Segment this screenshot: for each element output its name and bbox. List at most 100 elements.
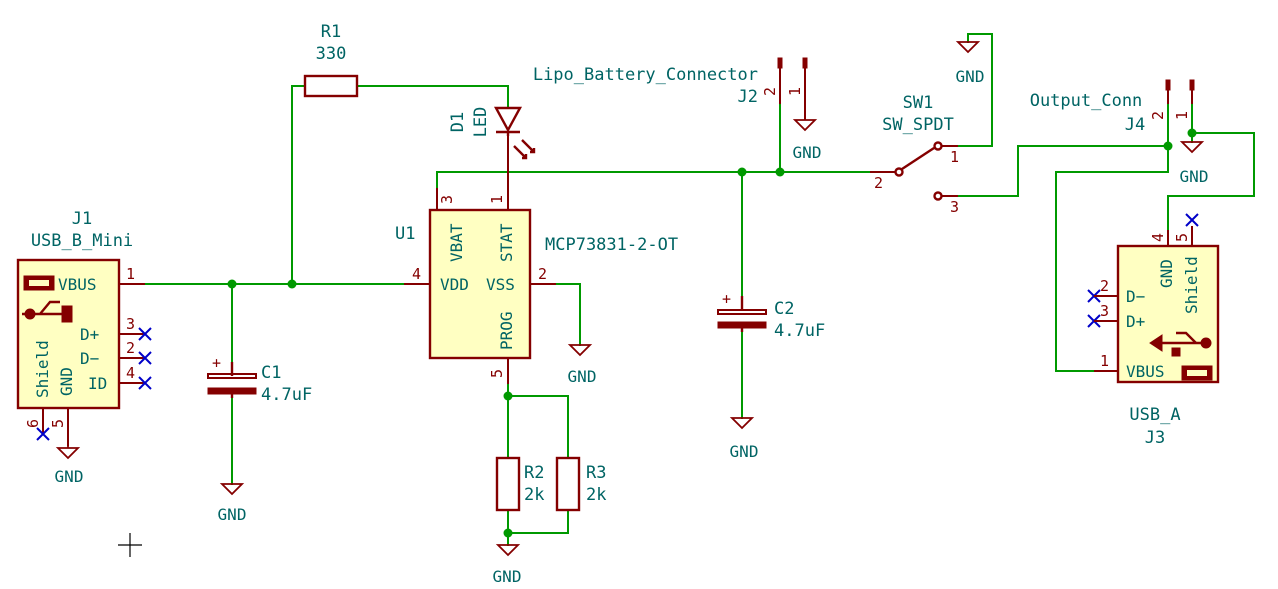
u1-pin-stat-label: STAT [497, 223, 516, 262]
j1-pin3-num: 3 [126, 315, 135, 333]
j2-value: Lipo_Battery_Connector [533, 65, 758, 85]
no-connect-markers [36, 213, 1199, 441]
c1-plate-neg [207, 387, 257, 395]
sw1-switch[interactable]: SW1 SW_SPDT 2 1 3 [870, 93, 959, 216]
wire-j3-vbus [1055, 145, 1169, 372]
j1-pin1-num: 1 [126, 265, 135, 283]
gnd-symbol-sw1: GND [956, 41, 984, 86]
c2-ref: C2 [774, 299, 794, 319]
junction [1187, 128, 1197, 138]
r2-body [495, 456, 521, 512]
junction [227, 279, 237, 289]
usb-symbol-arrow [1149, 334, 1163, 352]
j4-output-connector[interactable]: Output_Conn J4 2 1 [1030, 79, 1195, 135]
j2-pin1-contact [802, 57, 808, 69]
junction [503, 391, 513, 401]
sw1-contact-3 [933, 191, 943, 201]
sw1-contact-1 [933, 141, 943, 151]
j4-pin1-num: 1 [1173, 111, 1191, 120]
c2-value: 4.7uF [774, 321, 825, 341]
sw1-lever [901, 146, 935, 171]
ground-icon [219, 483, 245, 496]
j3-pin2-num: 2 [1100, 277, 1109, 295]
gnd-symbol-j4: GND [1180, 141, 1209, 186]
j3-pin-vbus-label: VBUS [1126, 362, 1165, 381]
gnd-label: GND [55, 467, 84, 486]
j3-value: USB_A [1129, 405, 1180, 425]
j2-ref: J2 [738, 87, 758, 107]
r3-body [555, 456, 581, 512]
j3-pin-dm-label: D− [1126, 287, 1145, 306]
usb-connector-icon [22, 275, 73, 323]
c2-polarity: + [722, 290, 731, 308]
j3-ref: J3 [1145, 428, 1165, 448]
j1-pin4-num: 4 [126, 364, 135, 382]
j2-pin2-contact [777, 57, 783, 69]
light-emission-icon [513, 139, 536, 160]
usb-symbol-dot [1200, 337, 1212, 349]
c1-ref: C1 [261, 363, 281, 383]
j1-pin6-num: 6 [24, 419, 42, 428]
d1-ref: D1 [448, 112, 468, 132]
r1-value: 330 [316, 44, 347, 64]
j3-body [1116, 244, 1220, 384]
r3-resistor[interactable]: R3 2k [555, 456, 606, 512]
c2-capacitor[interactable]: + C2 4.7uF [717, 290, 825, 341]
c1-polarity: + [212, 354, 221, 372]
j4-value: Output_Conn [1030, 91, 1143, 111]
sw1-pin3-num: 3 [950, 198, 959, 216]
u1-pin-prog-label: PROG [497, 311, 516, 350]
c1-value: 4.7uF [261, 385, 312, 405]
sw1-pin1-num: 1 [950, 148, 959, 166]
wire-prog [507, 383, 569, 459]
gnd-label: GND [1180, 167, 1209, 186]
r3-value: 2k [586, 485, 606, 505]
sw1-ref: SW1 [903, 93, 934, 113]
d1-led[interactable]: D1 LED [448, 106, 536, 160]
gnd-symbol-j2: GND [793, 119, 821, 162]
crosshair-cursor-icon [118, 533, 142, 557]
gnd-symbol-u1: GND [568, 344, 596, 386]
gnd-symbol-prog: GND [493, 544, 521, 586]
u1-pin3-num: 3 [438, 195, 456, 204]
u1-pin-vbat-label: VBAT [447, 223, 466, 262]
u1-pin-vdd-label: VDD [440, 275, 469, 294]
j1-usb-b-mini[interactable]: J1 USB_B_Mini VBUS D+ D− ID Shield GND 1… [16, 209, 145, 446]
c2-plate-neg [717, 321, 767, 329]
no-connect-x [138, 376, 152, 390]
u1-charger-ic[interactable]: U1 MCP73831-2-OT 3 1 4 2 5 VBAT STAT VDD… [395, 136, 678, 384]
j4-pin1-contact [1189, 79, 1195, 91]
u1-pin5-num: 5 [488, 369, 506, 378]
d1-triangle [493, 106, 523, 133]
j1-pin-gnd-label: GND [57, 367, 76, 396]
wire-r3-bottom [507, 509, 569, 534]
j2-pin1-num: 1 [786, 87, 804, 96]
j4-pin2-num: 2 [1149, 111, 1167, 120]
u1-value: MCP73831-2-OT [545, 235, 678, 255]
c1-capacitor[interactable]: + C1 4.7uF [207, 354, 312, 405]
u1-pin2-num: 2 [538, 265, 547, 283]
wire-sw-p3 [957, 103, 1169, 197]
junction [737, 167, 747, 177]
no-connect-x [138, 327, 152, 341]
r2-resistor[interactable]: R2 2k [495, 456, 544, 512]
u1-pin4-num: 4 [412, 265, 421, 283]
wire-vss-gnd [529, 283, 581, 346]
wire-bat-net [436, 171, 896, 189]
j1-ref: J1 [72, 209, 92, 229]
usb-port-slot [29, 280, 49, 286]
usb-port-slot [1187, 370, 1207, 376]
u1-body [428, 208, 532, 360]
j3-usb-a[interactable]: 4 5 2 3 1 GND Shield D− D+ VBUS USB_A J3 [1094, 226, 1220, 448]
wire-j3-gnd-loop [1167, 103, 1255, 231]
r1-resistor[interactable]: R1 330 [303, 22, 359, 98]
j3-pin1-num: 1 [1100, 352, 1109, 370]
usb-connector-icon [1149, 331, 1213, 381]
j3-pin-shield-label: Shield [1182, 256, 1201, 314]
gnd-symbol-c2: GND [730, 417, 758, 461]
j2-battery-connector[interactable]: Lipo_Battery_Connector J2 2 1 [533, 57, 808, 120]
j4-pin2-contact [1165, 79, 1171, 91]
j1-pin2-num: 2 [126, 339, 135, 357]
j3-pin3-num: 3 [1100, 302, 1109, 320]
